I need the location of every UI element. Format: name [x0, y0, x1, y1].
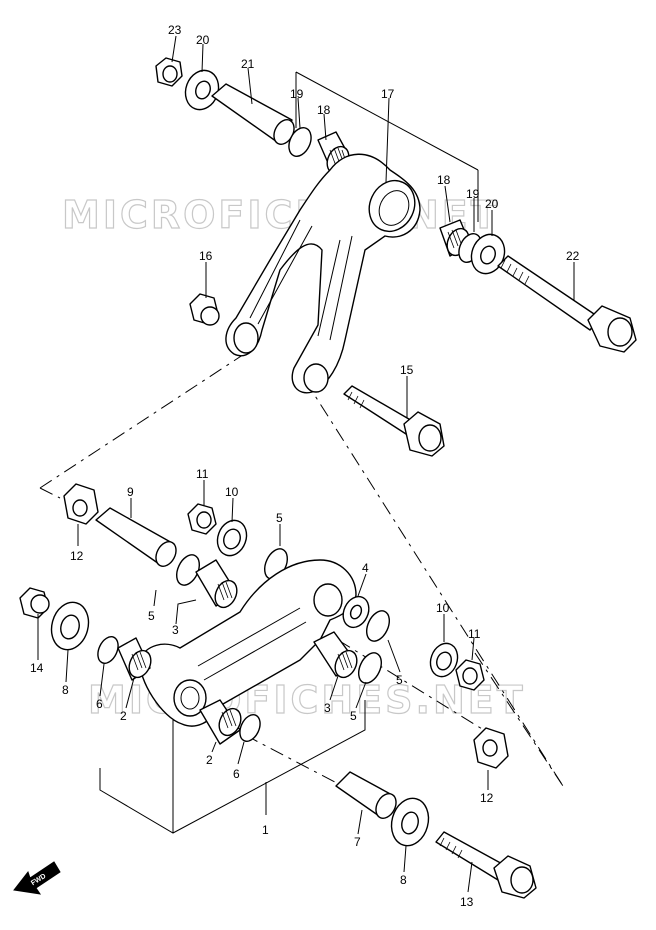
callout-19-top: 19	[290, 87, 304, 101]
part-22-bolt-long	[497, 255, 637, 353]
callout-9: 9	[127, 485, 134, 499]
callout-4: 4	[362, 561, 369, 575]
part-7-spacer-sleeve	[335, 771, 397, 819]
callout-1: 1	[262, 823, 269, 837]
callout-21: 21	[241, 57, 255, 71]
part-6-circlip-lower	[239, 714, 261, 742]
callout-17: 17	[381, 87, 395, 101]
part-13-bolt	[435, 831, 537, 899]
callout-22: 22	[566, 249, 580, 263]
part-20-washer-right	[470, 233, 506, 275]
watermark-top: MICROFICHES.NET	[62, 193, 500, 237]
callout-11-top: 11	[196, 467, 209, 481]
part-1-cushion-rod-link	[139, 559, 357, 727]
part-23-flange-nut	[155, 57, 183, 87]
part-6-circlip-left	[97, 636, 119, 664]
part-10-oil-seal-top	[216, 519, 248, 557]
part-2-bearing-left	[117, 637, 152, 681]
part-11-nut-top	[187, 503, 217, 535]
callout-18-right: 18	[437, 173, 451, 187]
callout-12-right: 12	[480, 791, 494, 805]
part-14-nut	[19, 587, 50, 619]
part-8-washer-left	[50, 601, 90, 651]
callout-3-lower: 3	[324, 701, 331, 715]
part-17-cushion-lever	[225, 153, 421, 394]
group-bracket-top	[295, 71, 479, 222]
callout-12-left: 12	[70, 549, 84, 563]
callout-11-right: 11	[468, 627, 481, 641]
part-12-nut-right	[473, 727, 509, 769]
callout-5-left: 5	[148, 609, 155, 623]
callout-3-upper: 3	[172, 623, 179, 637]
part-9-spacer-sleeve	[95, 507, 177, 567]
part-2-bearing-lower	[199, 699, 242, 745]
part-10-oil-seal-right	[429, 642, 459, 678]
callout-15: 15	[400, 363, 414, 377]
callout-10-right: 10	[436, 601, 450, 615]
part-8-washer-bottom	[390, 797, 430, 847]
callout-6-lower: 6	[233, 767, 240, 781]
callout-8-bottom: 8	[400, 873, 407, 887]
group-bracket-bottom	[99, 700, 366, 834]
callout-14: 14	[30, 661, 44, 675]
callout-7: 7	[354, 835, 361, 849]
callout-labels: 23 20 21 19 18 17 18 19 20 22 16 15 9 11…	[30, 23, 580, 909]
callout-20-right: 20	[485, 197, 499, 211]
callout-23: 23	[168, 23, 182, 37]
callout-10-top: 10	[225, 485, 239, 499]
fwd-arrow-icon: FWD	[13, 861, 61, 895]
part-19-circlip-top-left	[288, 127, 312, 157]
part-3-bearing-lower	[313, 631, 358, 679]
callout-8-left: 8	[62, 683, 69, 697]
part-12-nut-left	[63, 483, 99, 525]
callout-20-top: 20	[196, 33, 210, 47]
part-11-nut-right	[455, 659, 485, 691]
callout-6-left: 6	[96, 697, 103, 711]
callout-18-top: 18	[317, 103, 331, 117]
callout-19-right: 19	[466, 187, 480, 201]
callout-5-top: 5	[276, 511, 283, 525]
part-5-circlip-right-upper	[365, 610, 391, 642]
callout-2-lower: 2	[206, 753, 213, 767]
part-20-washer-top	[184, 69, 220, 111]
part-3-bearing-upper	[195, 559, 238, 609]
part-21-spacer-sleeve	[211, 83, 295, 145]
callout-5-lower: 5	[350, 709, 357, 723]
callout-13: 13	[460, 895, 474, 909]
part-16-nut	[189, 293, 220, 326]
callout-2-left: 2	[120, 709, 127, 723]
callout-5-right: 5	[396, 673, 403, 687]
part-5-circlip-lower	[357, 652, 383, 684]
part-4-spacer	[342, 595, 370, 629]
leader-lines	[37, 35, 575, 893]
part-15-bolt	[343, 385, 445, 457]
callout-16: 16	[199, 249, 213, 263]
